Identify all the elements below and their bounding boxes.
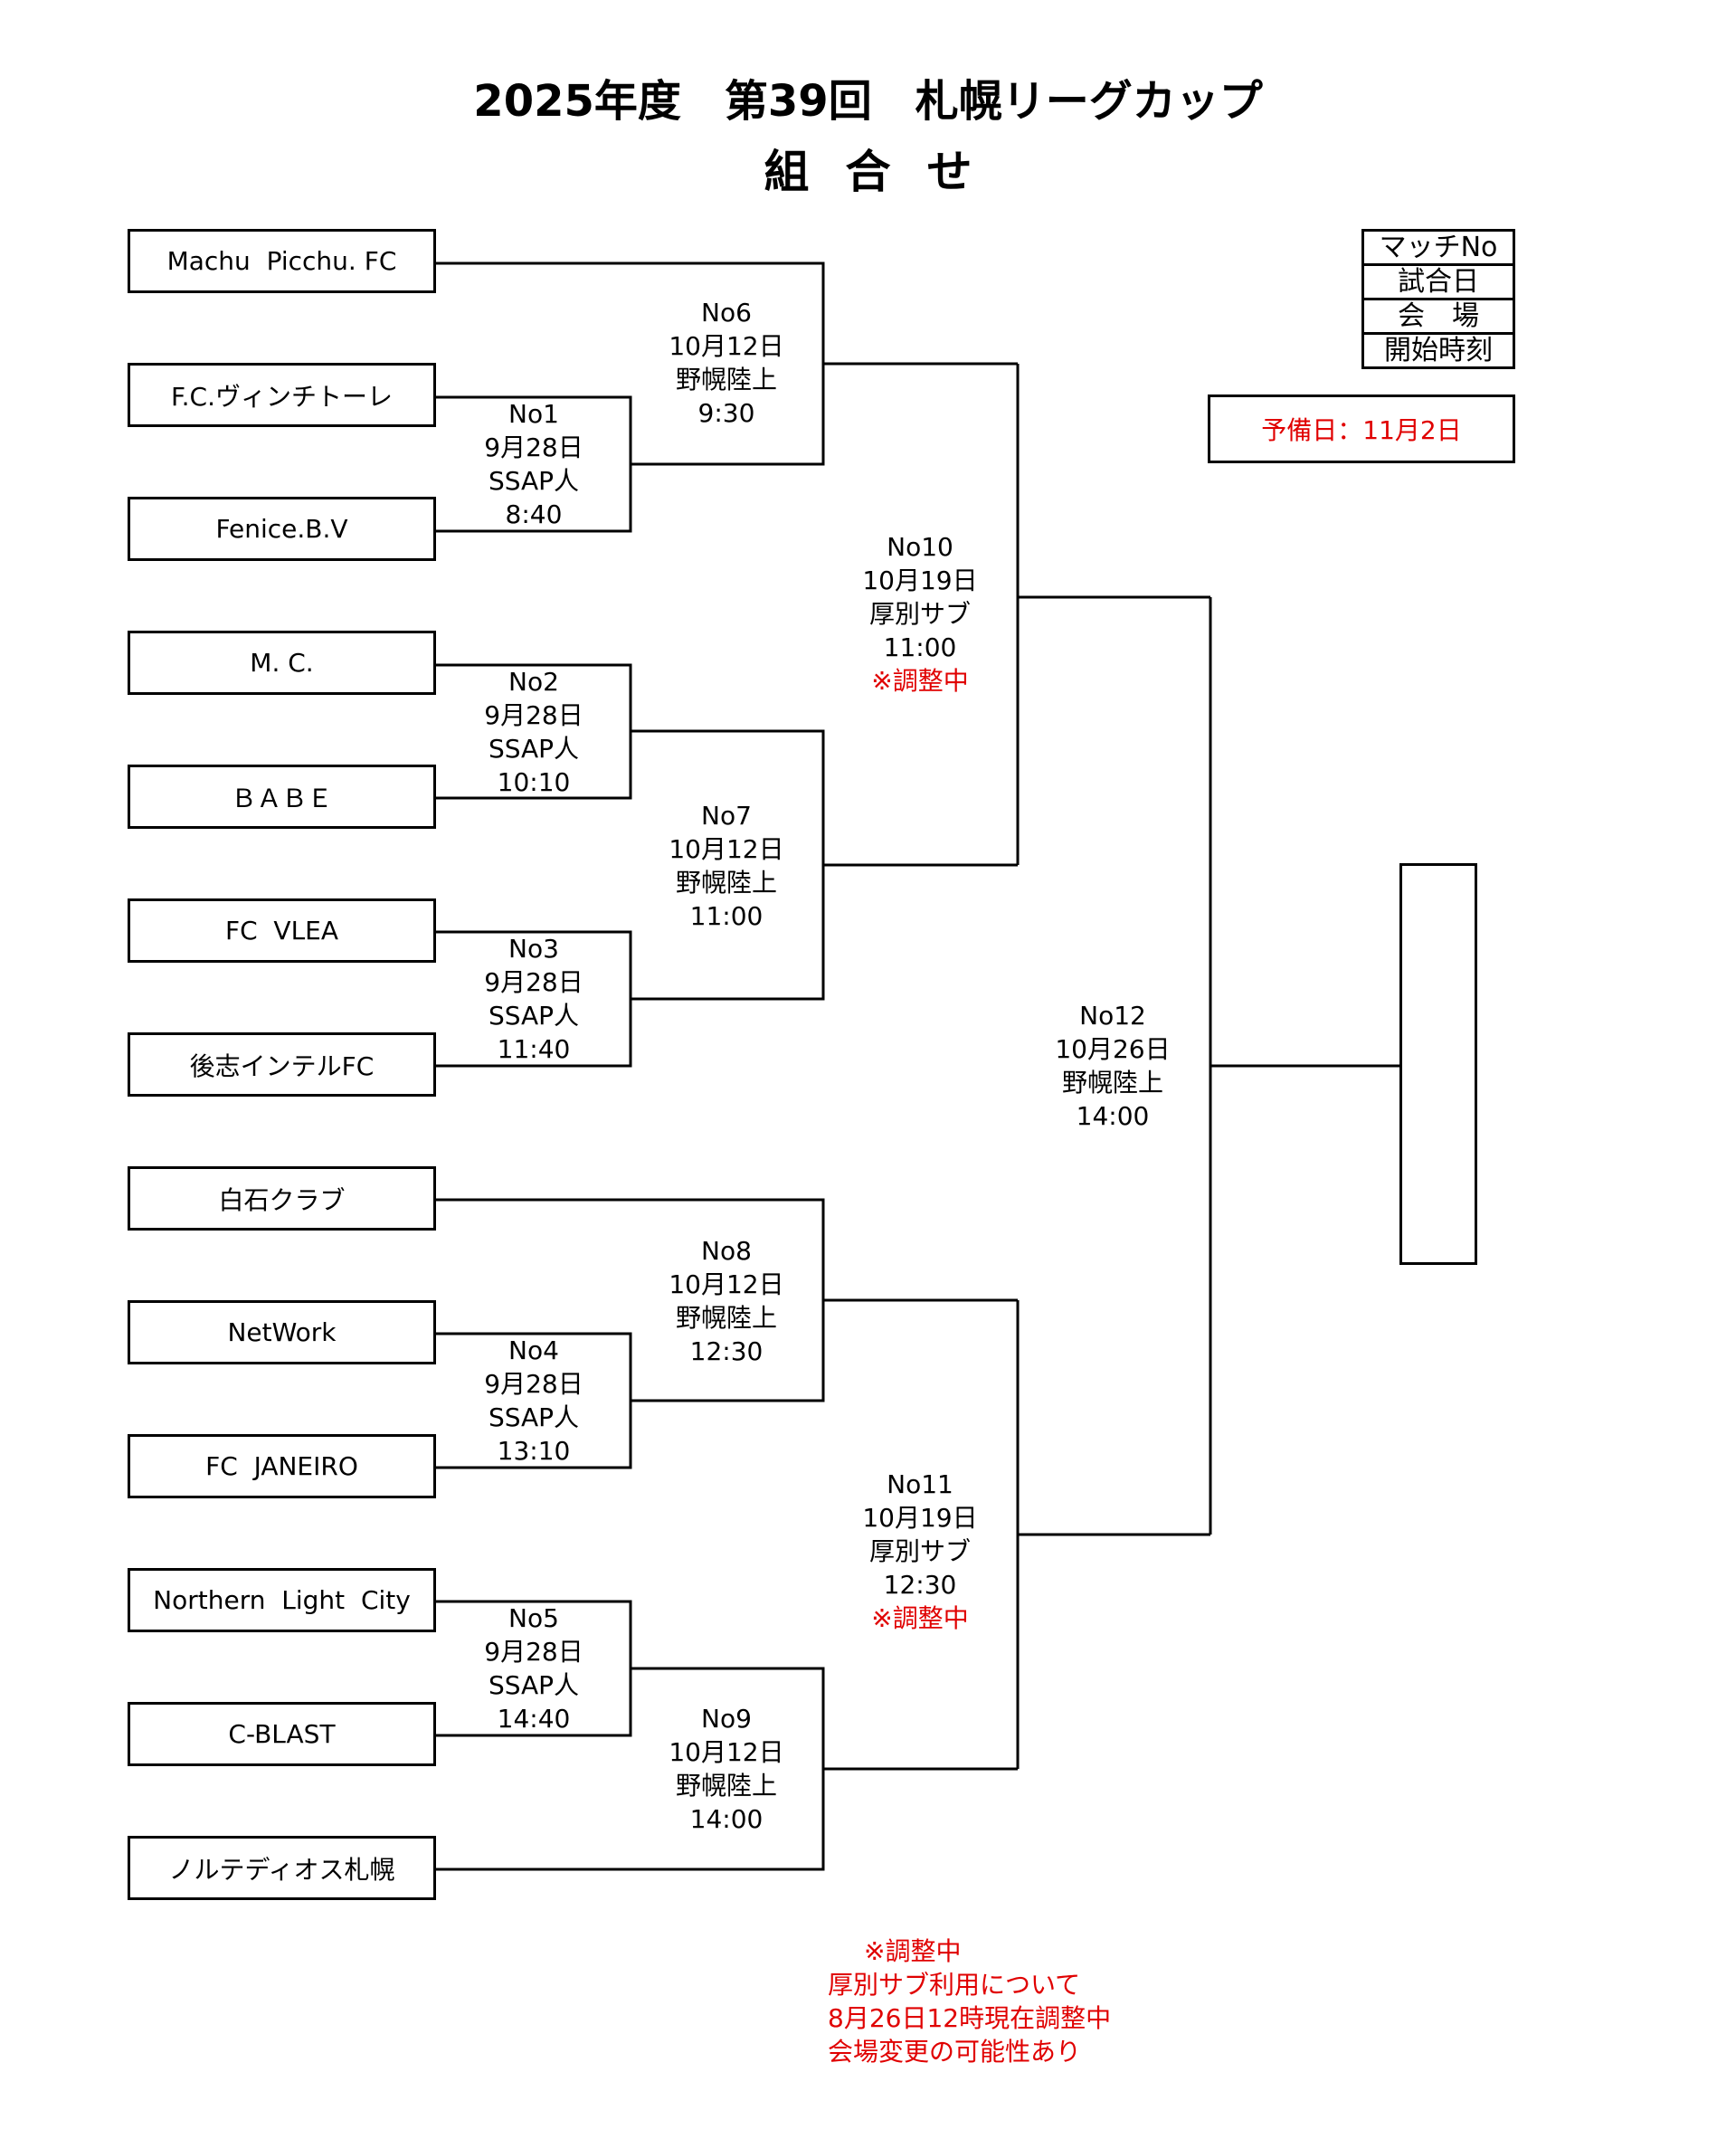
match-venue: 野幌陸上: [675, 365, 777, 394]
match-date: 9月28日: [484, 1369, 583, 1399]
match-date: 9月28日: [484, 967, 583, 997]
note-line: 8月26日12時現在調整中: [828, 2003, 1112, 2033]
legend-date: 試合日: [1364, 266, 1513, 300]
team-box: 後志インテルFC: [128, 1032, 436, 1097]
team-box: NetWork: [128, 1300, 436, 1364]
match-no: No8: [701, 1236, 752, 1266]
match-no: No3: [508, 934, 559, 964]
match-time: 8:40: [505, 499, 563, 529]
bracket-line-no6: [436, 261, 1018, 466]
bracket-line-no12: [1209, 597, 1399, 1535]
match-venue: 野幌陸上: [675, 868, 777, 898]
match-venue: SSAP人: [488, 1001, 580, 1031]
venue-note: ※調整中 厚別サブ利用について 8月26日12時現在調整中 会場変更の可能性あり: [828, 1934, 1111, 2068]
team-box: C-BLAST: [128, 1702, 436, 1766]
match-no: No6: [701, 298, 752, 328]
match-date: 9月28日: [484, 432, 583, 462]
match-venue: SSAP人: [488, 734, 580, 764]
match-time: 14:00: [1076, 1101, 1150, 1131]
match-date: 10月12日: [669, 1269, 784, 1299]
match-venue: SSAP人: [488, 1402, 580, 1432]
team-box: ノルテディオス札幌: [128, 1836, 436, 1900]
match-no: No4: [508, 1335, 559, 1365]
team-box: ＢＡＢＥ: [128, 765, 436, 829]
legend-venue: 会 場: [1364, 300, 1513, 335]
match-info-no7: No7 10月12日 野幌陸上 11:00: [636, 799, 817, 933]
bracket-line-no7: [631, 729, 1018, 1001]
match-date: 10月12日: [669, 331, 784, 361]
match-venue: 厚別サブ: [868, 599, 971, 629]
note-line: 厚別サブ利用について: [828, 1970, 1081, 2000]
match-time: 14:00: [689, 1804, 764, 1834]
team-box: Fenice.B.V: [128, 497, 436, 561]
reserve-day-box: 予備日：11月2日: [1208, 394, 1515, 463]
match-info-no4: No4 9月28日 SSAP人 13:10: [443, 1334, 624, 1468]
match-date: 10月12日: [669, 834, 784, 864]
note-line: 会場変更の可能性あり: [828, 2037, 1082, 2067]
match-date: 9月28日: [484, 700, 583, 730]
match-date: 10月12日: [669, 1737, 784, 1767]
match-date: 9月28日: [484, 1637, 583, 1667]
team-box: Northern Light City: [128, 1568, 436, 1632]
match-no: No12: [1079, 1001, 1146, 1031]
note-line: ※調整中: [864, 1936, 962, 1966]
legend-box: マッチNo 試合日 会 場 開始時刻: [1361, 229, 1515, 369]
match-date: 10月26日: [1055, 1034, 1171, 1064]
match-time: 10:10: [497, 767, 571, 797]
match-no: No11: [887, 1469, 953, 1499]
match-time: 12:30: [883, 1570, 957, 1600]
match-no: No10: [887, 532, 953, 562]
match-info-no8: No8 10月12日 野幌陸上 12:30: [636, 1234, 817, 1368]
match-venue: 野幌陸上: [675, 1303, 777, 1333]
bracket-line-no10: [1016, 364, 1210, 865]
team-box: M. C.: [128, 631, 436, 695]
match-no: No5: [508, 1603, 559, 1633]
match-info-no12: No12 10月26日 野幌陸上 14:00: [1022, 999, 1203, 1133]
match-venue: SSAP人: [488, 466, 580, 496]
page-subtitle: 組合せ: [764, 146, 1009, 198]
match-info-no3: No3 9月28日 SSAP人 11:40: [443, 932, 624, 1066]
team-box: FC VLEA: [128, 898, 436, 963]
match-time: 11:00: [689, 901, 764, 931]
match-time: 9:30: [697, 398, 755, 428]
bracket-line-no9: [436, 1667, 1018, 1871]
match-venue: 野幌陸上: [1061, 1068, 1163, 1098]
match-info-no6: No6 10月12日 野幌陸上 9:30: [636, 296, 817, 430]
match-info-no10: No10 10月19日 厚別サブ 11:00 ※調整中: [830, 530, 1010, 698]
match-info-no11: No11 10月19日 厚別サブ 12:30 ※調整中: [830, 1468, 1010, 1635]
legend-match-no: マッチNo: [1364, 232, 1513, 266]
match-info-no5: No5 9月28日 SSAP人 14:40: [443, 1601, 624, 1735]
match-no: No7: [701, 801, 752, 831]
match-status: ※調整中: [871, 1603, 969, 1633]
match-time: 13:10: [497, 1436, 571, 1466]
match-info-no2: No2 9月28日 SSAP人 10:10: [443, 665, 624, 799]
match-info-no9: No9 10月12日 野幌陸上 14:00: [636, 1702, 817, 1836]
match-time: 11:40: [497, 1034, 571, 1064]
match-time: 11:00: [883, 632, 957, 662]
match-info-no1: No1 9月28日 SSAP人 8:40: [443, 397, 624, 531]
match-time: 14:40: [497, 1704, 571, 1734]
match-no: No2: [508, 667, 559, 697]
match-date: 10月19日: [862, 566, 978, 595]
team-box: 白石クラブ: [128, 1166, 436, 1231]
match-date: 10月19日: [862, 1503, 978, 1533]
team-box: F.C.ヴィンチトーレ: [128, 363, 436, 427]
match-venue: 野幌陸上: [675, 1771, 777, 1801]
team-box: FC JANEIRO: [128, 1434, 436, 1498]
match-venue: SSAP人: [488, 1670, 580, 1700]
match-no: No9: [701, 1704, 752, 1734]
bracket-line-no11: [1016, 1300, 1210, 1769]
page-title: 2025年度 第39回 札幌リーグカップ: [473, 76, 1263, 127]
match-no: No1: [508, 399, 559, 429]
match-time: 12:30: [689, 1336, 764, 1366]
match-status: ※調整中: [871, 666, 969, 696]
match-venue: 厚別サブ: [868, 1536, 971, 1566]
legend-start-time: 開始時刻: [1384, 335, 1493, 366]
champion-box: [1399, 863, 1477, 1265]
bracket-line-no8: [436, 1198, 1018, 1402]
team-box: Machu Picchu. FC: [128, 229, 436, 293]
